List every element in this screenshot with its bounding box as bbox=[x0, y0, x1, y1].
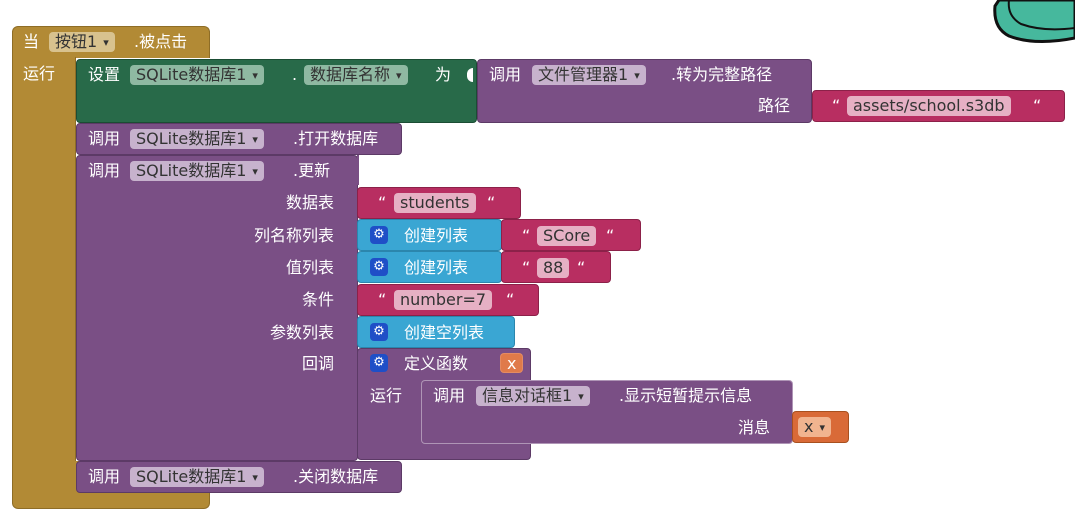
open-quote-icon: “ bbox=[832, 96, 841, 115]
set-label: 设置 bbox=[88, 65, 121, 84]
table-text-input[interactable]: students bbox=[394, 193, 476, 213]
open-call-label: 调用 bbox=[88, 129, 121, 148]
database-name-property: 数据库名称 bbox=[310, 65, 391, 84]
callback-label: 回调 bbox=[301, 354, 334, 373]
notifier1-name: 信息对话框1 bbox=[482, 386, 573, 405]
message-variable-name: x bbox=[804, 417, 814, 436]
database-name-property-dropdown[interactable]: 数据库名称 ▾ bbox=[304, 65, 408, 85]
path-label: 路径 bbox=[757, 96, 790, 115]
value-item-text-input[interactable]: 88 bbox=[537, 258, 570, 278]
update-sqlite1-dropdown[interactable]: SQLite数据库1 ▾ bbox=[130, 161, 264, 181]
lambda-param-x[interactable]: x bbox=[500, 353, 524, 373]
condition-label: 条件 bbox=[301, 290, 334, 309]
args-label: 参数列表 bbox=[269, 323, 334, 342]
mutator-gear-icon[interactable]: ⚙ bbox=[370, 226, 388, 244]
open-sqlite1-name: SQLite数据库1 bbox=[136, 129, 247, 148]
lambda-label: 定义函数 bbox=[404, 354, 469, 373]
chevron-down-icon: ▾ bbox=[252, 165, 258, 178]
button1-name: 按钮1 bbox=[55, 32, 98, 51]
table-label: 数据表 bbox=[285, 193, 334, 212]
button1-dropdown[interactable]: 按钮1 ▾ bbox=[49, 32, 115, 52]
chevron-down-icon: ▾ bbox=[396, 69, 402, 82]
update-sqlite1-name: SQLite数据库1 bbox=[136, 161, 247, 180]
value-socket bbox=[467, 68, 473, 82]
mutator-gear-icon[interactable]: ⚙ bbox=[370, 323, 388, 341]
values-make-list-label: 创建列表 bbox=[404, 258, 469, 277]
notifier-call-label: 调用 bbox=[433, 386, 466, 405]
notifier-method-label: .显示短暂提示信息 bbox=[619, 386, 753, 405]
lambda-do-label: 运行 bbox=[370, 386, 403, 405]
open-quote-icon: “ bbox=[522, 226, 531, 245]
columns-make-list-label: 创建列表 bbox=[404, 226, 469, 245]
set-to-label: 为 bbox=[435, 65, 452, 84]
chevron-down-icon: ▾ bbox=[252, 69, 258, 82]
chevron-down-icon: ▾ bbox=[103, 36, 109, 49]
event-handler-label: .被点击 bbox=[134, 32, 188, 51]
close-quote-icon: “ bbox=[1033, 96, 1042, 115]
notifier1-dropdown[interactable]: 信息对话框1 ▾ bbox=[476, 386, 590, 406]
event-when-label: 当 bbox=[23, 32, 40, 51]
fm-method-label: .转为完整路径 bbox=[671, 65, 773, 84]
chevron-down-icon: ▾ bbox=[252, 133, 258, 146]
close-call-label: 调用 bbox=[88, 467, 121, 486]
chevron-down-icon: ▾ bbox=[578, 390, 584, 403]
close-sqlite1-name: SQLite数据库1 bbox=[136, 467, 247, 486]
chevron-down-icon: ▾ bbox=[252, 471, 258, 484]
open-quote-icon: “ bbox=[378, 193, 387, 212]
close-quote-icon: “ bbox=[506, 290, 515, 309]
args-empty-list-label: 创建空列表 bbox=[404, 323, 485, 342]
event-block-left-arm bbox=[12, 57, 76, 462]
columns-label: 列名称列表 bbox=[253, 226, 334, 245]
message-label: 消息 bbox=[737, 418, 770, 437]
open-quote-icon: “ bbox=[378, 290, 387, 309]
event-do-label: 运行 bbox=[23, 64, 56, 83]
mutator-gear-icon[interactable]: ⚙ bbox=[370, 354, 388, 372]
open-method-label: .打开数据库 bbox=[293, 129, 379, 148]
set-sqlite1-dropdown[interactable]: SQLite数据库1 ▾ bbox=[130, 65, 264, 85]
set-database-name-block[interactable] bbox=[76, 59, 477, 123]
chevron-down-icon: ▾ bbox=[819, 421, 825, 434]
close-quote-icon: “ bbox=[577, 258, 586, 277]
update-block-header bbox=[357, 155, 359, 185]
trash-can-icon[interactable] bbox=[985, 0, 1075, 46]
close-quote-icon: “ bbox=[606, 226, 615, 245]
open-sqlite1-dropdown[interactable]: SQLite数据库1 ▾ bbox=[130, 129, 264, 149]
close-quote-icon: “ bbox=[487, 193, 496, 212]
mutator-gear-icon[interactable]: ⚙ bbox=[370, 258, 388, 276]
fm-call-label: 调用 bbox=[489, 65, 522, 84]
path-text-input[interactable]: assets/school.s3db bbox=[847, 96, 1011, 116]
chevron-down-icon: ▾ bbox=[634, 69, 640, 82]
file-manager1-name: 文件管理器1 bbox=[538, 65, 629, 84]
set-dot: . bbox=[292, 65, 298, 84]
close-method-label: .关闭数据库 bbox=[293, 467, 379, 486]
file-manager1-dropdown[interactable]: 文件管理器1 ▾ bbox=[532, 65, 646, 85]
condition-text-input[interactable]: number=7 bbox=[394, 290, 493, 310]
values-label: 值列表 bbox=[285, 258, 334, 277]
close-sqlite1-dropdown[interactable]: SQLite数据库1 ▾ bbox=[130, 467, 264, 487]
update-call-label: 调用 bbox=[88, 161, 121, 180]
open-quote-icon: “ bbox=[522, 258, 531, 277]
update-method-label: .更新 bbox=[293, 161, 331, 180]
set-sqlite1-name: SQLite数据库1 bbox=[136, 65, 247, 84]
message-variable-dropdown[interactable]: x▾ bbox=[798, 417, 831, 437]
column-item-text-input[interactable]: SCore bbox=[537, 226, 597, 246]
